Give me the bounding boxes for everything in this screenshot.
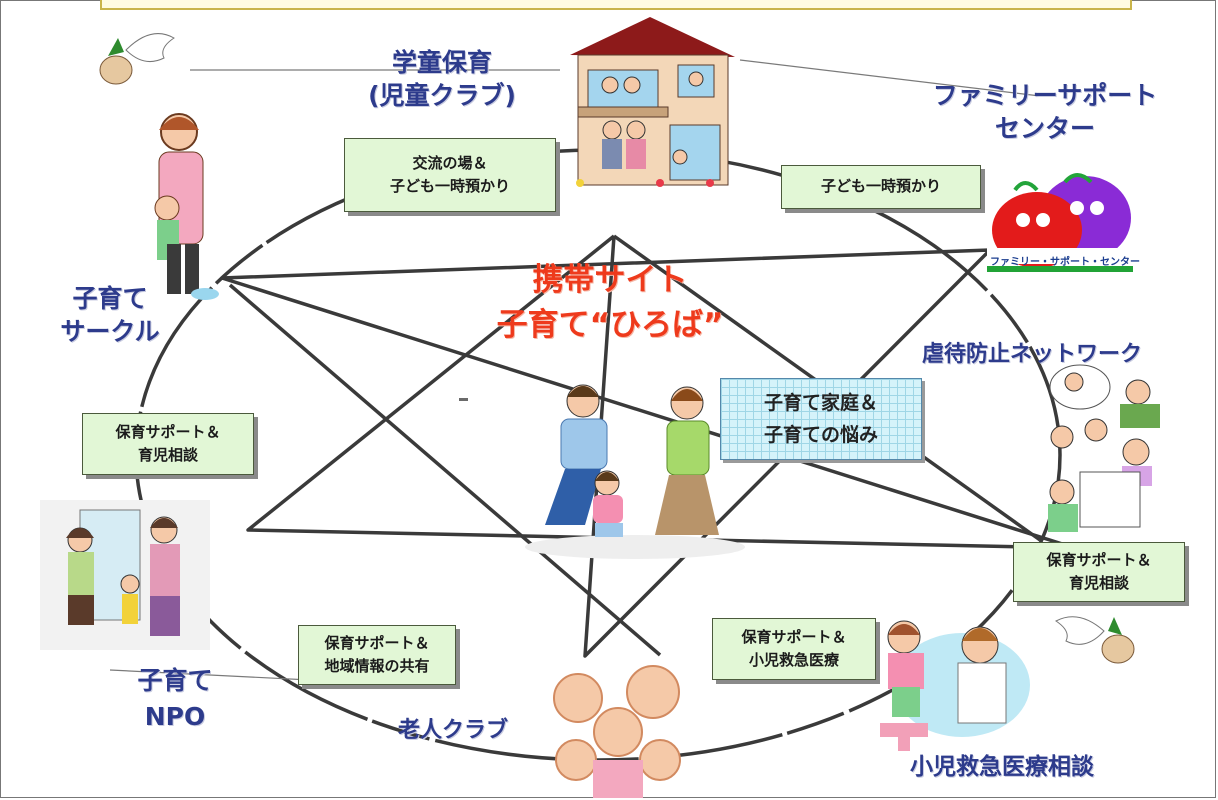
center-title-line1: 携帯サイト — [532, 262, 688, 298]
abuse-network-label: 虐待防止ネットワーク — [922, 342, 1143, 367]
dove-top-left-icon — [99, 33, 175, 85]
box-support-right: 保育サポート＆ 育児相談 — [1013, 542, 1185, 602]
top-banner-edge — [100, 0, 1132, 10]
box-support-left-line2: 育児相談 — [137, 446, 198, 464]
family-support-label-line2: センター — [994, 113, 1095, 143]
box-support-left-line1: 保育サポート＆ — [115, 422, 221, 441]
box-temp-care-line1: 子ども一時預かり — [820, 177, 941, 196]
box-support-info-line2: 地域情報の共有 — [324, 657, 430, 675]
box-support-emergency: 保育サポート＆ 小児救急医療 — [712, 618, 876, 680]
npo-label: 子育て NPO — [120, 663, 230, 736]
npo-label-line2: NPO — [144, 702, 206, 732]
circle-label-line2: サークル — [60, 316, 160, 346]
star-outline — [220, 234, 1077, 658]
family-support-mascot-illustration — [987, 173, 1133, 272]
box-exchange-line1: 交流の場＆ — [412, 153, 488, 172]
gakudou-label: 学童保育 (児童クラブ) — [362, 47, 522, 112]
center-dash-mark — [459, 398, 468, 401]
elderly-club-label: 老人クラブ — [398, 718, 509, 743]
npo-label-line1: 子育て — [137, 666, 213, 695]
box-family-concerns-line2: 子育ての悩み — [763, 424, 878, 446]
circle-label: 子育て サークル — [55, 283, 165, 348]
box-temp-care: 子ども一時預かり — [781, 165, 981, 209]
dove-bottom-right-icon — [1055, 616, 1135, 664]
mother-child-illustration — [154, 113, 219, 300]
gakudou-label-line1: 学童保育 — [391, 48, 492, 77]
star-line-2 — [228, 283, 662, 657]
center-title: 携帯サイト 子育て“ひろば” — [470, 258, 750, 348]
circle-label-line1: 子育て — [72, 284, 148, 313]
pediatric-doctor-illustration — [880, 620, 1030, 751]
emergency-label: 小児救急医療相談 — [910, 754, 1094, 780]
box-exchange: 交流の場＆ 子ども一時預かり — [344, 138, 556, 212]
box-support-emergency-line2: 小児救急医療 — [748, 651, 839, 669]
box-family-concerns-line1: 子育て家庭＆ — [763, 391, 878, 414]
box-support-emergency-line1: 保育サポート＆ — [741, 627, 847, 646]
box-support-left: 保育サポート＆ 育児相談 — [82, 413, 254, 475]
abuse-network-illustration — [1048, 364, 1160, 532]
gakudou-label-line2: (児童クラブ) — [368, 80, 516, 110]
box-support-right-line1: 保育サポート＆ — [1046, 550, 1152, 569]
box-support-info-line1: 保育サポート＆ — [324, 633, 430, 652]
center-title-line2: 子育て“ひろば” — [496, 306, 724, 343]
npo-scene-illustration — [40, 500, 210, 650]
box-family-concerns: 子育て家庭＆ 子育ての悩み — [720, 378, 922, 460]
elderly-club-illustration — [553, 665, 681, 798]
walking-family-illustration — [525, 384, 745, 559]
box-exchange-line2: 子ども一時預かり — [389, 177, 510, 195]
box-support-info: 保育サポート＆ 地域情報の共有 — [298, 625, 456, 685]
school-house-illustration — [570, 17, 735, 187]
family-support-logo-text: ファミリー・サポート・センター — [990, 257, 1140, 268]
family-support-label: ファミリーサポート センター — [915, 80, 1175, 145]
box-support-right-line2: 育児相談 — [1068, 574, 1129, 592]
family-support-label-line1: ファミリーサポート — [932, 81, 1158, 110]
